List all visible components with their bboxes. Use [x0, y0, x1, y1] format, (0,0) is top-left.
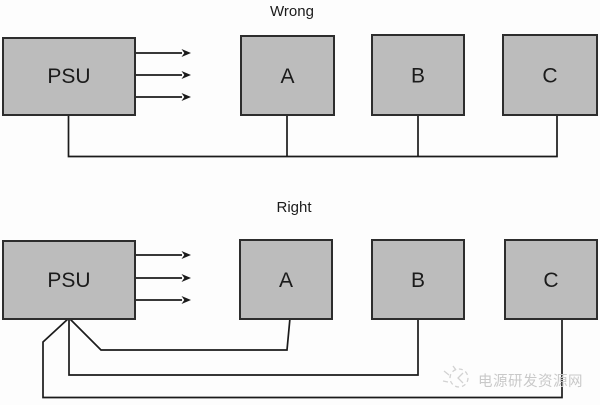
device-box-b-wrong: [371, 34, 465, 116]
power-arrows-wrong: [136, 49, 191, 101]
device-box-b-right: [371, 239, 465, 320]
wrong-diagram: Wrong PSU A B C: [2, 3, 598, 158]
device-label-c-wrong: C: [542, 65, 557, 88]
wrong-diagram-title: Wrong: [270, 3, 314, 20]
ground-wire-c-right: [42, 317, 563, 399]
device-box-a-wrong: [240, 35, 335, 116]
psu-label-wrong: PSU: [47, 65, 90, 88]
psu-box-wrong: [2, 37, 136, 116]
sparkle-logo-icon: [442, 365, 469, 388]
ground-wire-b-right: [68, 318, 419, 376]
watermark-text: 电源研发资源网: [478, 373, 583, 390]
device-box-a-right: [239, 239, 333, 320]
device-box-c-right: [504, 239, 598, 320]
device-label-b-right: B: [411, 269, 425, 292]
psu-box-right: [2, 240, 136, 320]
device-label-c-right: C: [543, 269, 558, 292]
ground-bus-wrong: [67, 114, 558, 158]
device-label-a-right: A: [279, 269, 293, 292]
right-diagram: Right PSU A B C: [2, 199, 598, 399]
ground-wire-a-right: [68, 317, 291, 351]
watermark: 电源研发资源网: [442, 365, 583, 390]
right-diagram-title: Right: [276, 199, 312, 216]
device-box-c-wrong: [502, 34, 598, 116]
power-arrows-right: [136, 251, 191, 304]
device-label-a-wrong: A: [280, 65, 294, 88]
device-label-b-wrong: B: [411, 65, 425, 88]
psu-label-right: PSU: [47, 269, 90, 292]
